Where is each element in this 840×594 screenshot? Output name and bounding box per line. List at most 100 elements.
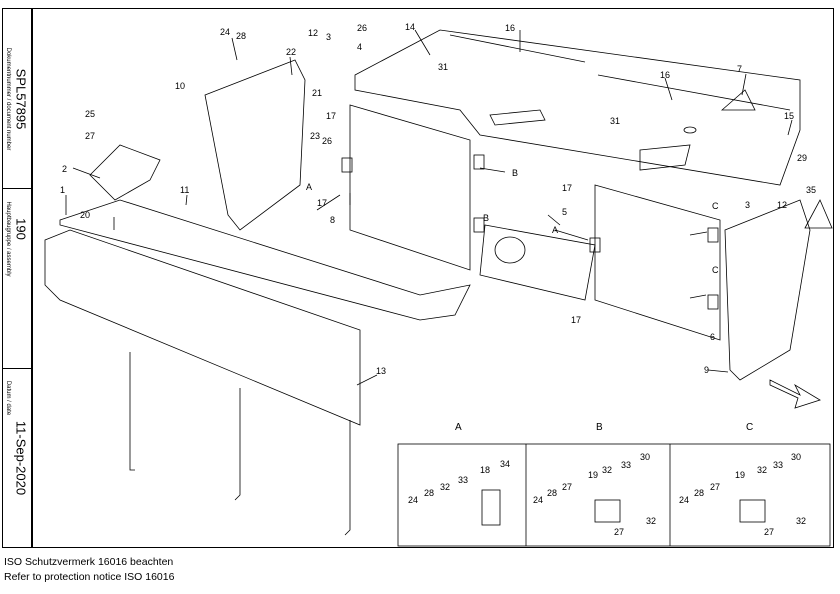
assembly-cell: 190 Hauptbaugruppe / assembly bbox=[3, 189, 31, 369]
callout-29: 29 bbox=[797, 153, 807, 163]
detail-b-32: 32 bbox=[602, 465, 612, 475]
title-block: SPL57895 Dokumentnummer / document numbe… bbox=[2, 8, 32, 548]
callout-ref-b2: B bbox=[483, 213, 489, 223]
callout-10: 10 bbox=[175, 81, 185, 91]
support-rod-2 bbox=[234, 388, 241, 501]
callout-17a: 17 bbox=[326, 111, 336, 121]
hinge-b-main-2 bbox=[473, 217, 485, 233]
detail-b-title: B bbox=[596, 422, 603, 433]
base-rail bbox=[59, 199, 471, 321]
callout-ref-a2: A bbox=[552, 225, 558, 235]
hinge-a bbox=[481, 489, 501, 526]
callout-2: 2 bbox=[62, 164, 67, 174]
hinge-b bbox=[594, 499, 621, 523]
detail-c-28: 28 bbox=[694, 488, 704, 498]
callout-15: 15 bbox=[784, 111, 794, 121]
callout-ref-b1: B bbox=[512, 168, 518, 178]
detail-c-32b: 32 bbox=[796, 516, 806, 526]
callout-7: 7 bbox=[737, 64, 742, 74]
detail-a-24: 24 bbox=[408, 495, 418, 505]
callout-26b: 26 bbox=[322, 136, 332, 146]
support-rod-1 bbox=[129, 352, 135, 471]
drawing-frame bbox=[32, 8, 834, 548]
side-panel-9 bbox=[724, 199, 811, 381]
panel-5-opening bbox=[494, 236, 526, 264]
callout-13: 13 bbox=[376, 366, 386, 376]
detail-c-title: C bbox=[746, 422, 753, 433]
bracket-2 bbox=[89, 144, 161, 201]
detail-b-19: 19 bbox=[588, 470, 598, 480]
callout-31b: 31 bbox=[610, 116, 620, 126]
callout-35: 35 bbox=[806, 185, 816, 195]
detail-b-32b: 32 bbox=[646, 516, 656, 526]
callout-3: 3 bbox=[326, 32, 331, 42]
detail-a-28: 28 bbox=[424, 488, 434, 498]
callout-17b: 17 bbox=[317, 198, 327, 208]
callout-27: 27 bbox=[85, 131, 95, 141]
callout-ref-c2: C bbox=[712, 265, 719, 275]
callout-22: 22 bbox=[286, 47, 296, 57]
callout-31a: 31 bbox=[438, 62, 448, 72]
detail-b-24: 24 bbox=[533, 495, 543, 505]
panel-5 bbox=[479, 224, 596, 301]
detail-c-24: 24 bbox=[679, 495, 689, 505]
detail-b-27: 27 bbox=[562, 482, 572, 492]
hinge-b-main-1 bbox=[473, 154, 485, 170]
direction-arrow bbox=[769, 379, 821, 409]
detail-c-30: 30 bbox=[791, 452, 801, 462]
callout-28: 28 bbox=[236, 31, 246, 41]
doc-number-cell: SPL57895 Dokumentnummer / document numbe… bbox=[3, 9, 31, 189]
door-8 bbox=[349, 104, 471, 271]
door-6 bbox=[594, 184, 721, 341]
detail-c-32: 32 bbox=[757, 465, 767, 475]
hinge-a-main-2 bbox=[589, 237, 601, 253]
seal-strip-1 bbox=[449, 34, 586, 63]
callout-23: 23 bbox=[310, 131, 320, 141]
detail-a-18: 18 bbox=[480, 465, 490, 475]
top-cutout-2 bbox=[639, 144, 691, 171]
callout-6: 6 bbox=[710, 332, 715, 342]
callout-20: 20 bbox=[80, 210, 90, 220]
callout-26: 26 bbox=[357, 23, 367, 33]
support-rod-3 bbox=[344, 420, 351, 536]
detail-b-27b: 27 bbox=[614, 527, 624, 537]
front-cover-13 bbox=[44, 229, 361, 426]
callout-21: 21 bbox=[312, 88, 322, 98]
top-panel bbox=[354, 29, 801, 186]
callout-12b: 12 bbox=[777, 200, 787, 210]
callout-ref-a1: A bbox=[306, 182, 312, 192]
callout-11: 11 bbox=[180, 185, 189, 195]
detail-a-32: 32 bbox=[440, 482, 450, 492]
hinge-c-main-2 bbox=[707, 294, 719, 310]
callout-3b: 3 bbox=[745, 200, 750, 210]
callout-17d: 17 bbox=[571, 315, 581, 325]
top-hole bbox=[683, 126, 697, 134]
notice-line-de: ISO Schutzvermerk 16016 beachten bbox=[4, 556, 174, 568]
callout-25: 25 bbox=[85, 109, 95, 119]
detail-c-33: 33 bbox=[773, 460, 783, 470]
callout-1: 1 bbox=[60, 185, 65, 195]
callout-17c: 17 bbox=[562, 183, 572, 193]
callout-14: 14 bbox=[405, 22, 415, 32]
callout-16a: 16 bbox=[505, 23, 515, 33]
detail-b-33: 33 bbox=[621, 460, 631, 470]
callout-5: 5 bbox=[562, 207, 567, 217]
detail-frame bbox=[397, 443, 831, 547]
callout-8: 8 bbox=[330, 215, 335, 225]
callout-9: 9 bbox=[704, 365, 709, 375]
protection-notice: ISO Schutzvermerk 16016 beachten Refer t… bbox=[4, 555, 174, 585]
callout-4: 4 bbox=[357, 42, 362, 52]
warning-triangle bbox=[804, 199, 833, 229]
detail-a-34: 34 bbox=[500, 459, 510, 469]
detail-a-title: A bbox=[455, 422, 462, 433]
callout-12: 12 bbox=[308, 28, 318, 38]
detail-c-27: 27 bbox=[710, 482, 720, 492]
detail-a-33: 33 bbox=[458, 475, 468, 485]
notice-line-en: Refer to protection notice ISO 16016 bbox=[4, 571, 175, 583]
dome-cover bbox=[720, 89, 756, 111]
callout-16b: 16 bbox=[660, 70, 670, 80]
hinge-c bbox=[739, 499, 766, 523]
callout-ref-c1: C bbox=[712, 201, 719, 211]
detail-c-19: 19 bbox=[735, 470, 745, 480]
